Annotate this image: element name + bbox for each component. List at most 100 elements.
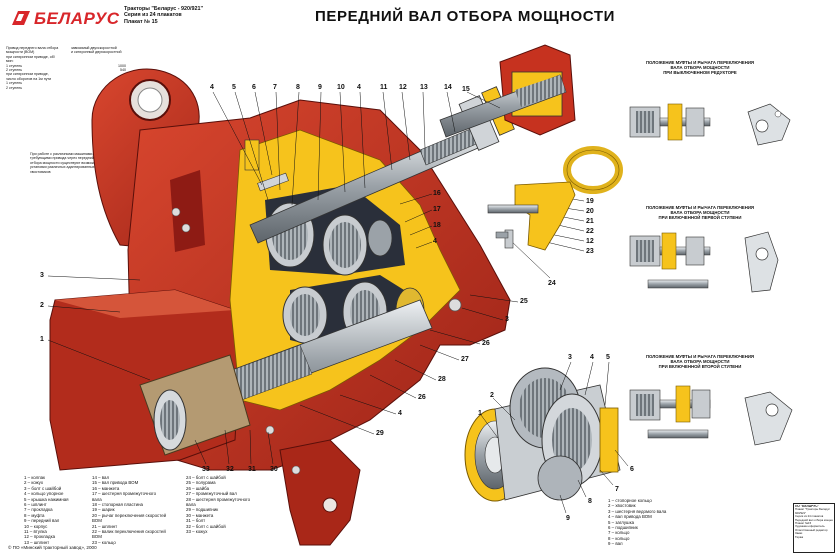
caption-line: ВАЛА ОТБОРА МОЩНОСТИ	[670, 210, 730, 216]
spec-head-line: при синхронном приводе, об/мин:	[6, 54, 55, 64]
callout-number: 18	[433, 222, 441, 229]
note-line: хвостовиков	[30, 169, 51, 174]
caption-line: ВАЛА ОТБОРА МОЩНОСТИ	[670, 359, 730, 365]
note-paragraph: При работе с различными машинами, требую…	[30, 152, 142, 174]
stamp-line: Передний вал отбора мощности	[795, 518, 833, 522]
side-rib	[170, 170, 205, 252]
lever-detail	[487, 146, 623, 251]
callout-number: 8	[296, 84, 300, 91]
spec-label: 1 ступень	[6, 81, 23, 86]
callout-number: 4	[398, 410, 402, 417]
callout-number: 7	[273, 84, 277, 91]
legend-item: 33 – кожух	[186, 529, 208, 535]
legend-item: ВОМ	[92, 518, 102, 524]
legend-item: 12 – прокладка	[24, 534, 56, 540]
mode-panel-3-art	[629, 385, 793, 446]
legend-item: 24 – болт с шайбой	[186, 475, 226, 480]
legend-item: 6 – шплинт	[24, 502, 47, 508]
stamp-title: ПО "БЕЛАРУС"	[795, 505, 820, 508]
callout-number: 1	[40, 336, 44, 343]
subtitle-line: Тракторы "Беларус - 920/921"	[124, 6, 204, 12]
mode-panel-1-caption: ПОЛОЖЕНИЕ МУФТЫ И РЫЧАГА ПЕРЕКЛЮЧЕНИЯ ВА…	[635, 60, 765, 76]
lever-shaft	[487, 204, 539, 214]
side-nut	[448, 298, 462, 312]
legend-item: 4 – кольцо упорное	[24, 491, 64, 497]
subtitle-line: Плакат № 15	[124, 18, 158, 25]
callout-number: 19	[586, 198, 594, 205]
callout-number: 13	[420, 84, 428, 91]
legend-item: 29 – подшипник	[186, 507, 219, 513]
stamp-line: 920/921"	[795, 511, 807, 515]
legend-item: 8 – кольцо	[608, 535, 630, 541]
callout-number: 11	[380, 84, 388, 91]
legend-item: ВОМ	[92, 534, 102, 540]
caption-line: ПРИ ВЫКЛЮЧЕННОМ РЕДУКТОРЕ	[663, 70, 737, 76]
spec-label: 2 ступень	[6, 85, 23, 90]
spec-value: 540	[120, 68, 126, 73]
stamp-line: Плакат №15	[795, 522, 812, 526]
spec-head-line: мощности (ВОМ)	[6, 50, 35, 55]
spec-label: число оборотов на 1м пути	[6, 76, 52, 81]
spec-table: Привод переднего вала отбора мощности (В…	[6, 46, 126, 90]
side-plate-top	[55, 290, 235, 318]
spec-row: число оборотов на 1м пути	[6, 77, 126, 81]
legend-item: 22 – валик переключения скоростей	[92, 529, 166, 535]
spec-label: при синхронном приводе,	[6, 72, 49, 77]
subtitle-line: Серия из 24 плакатов	[124, 12, 182, 19]
callout-number: 4	[433, 238, 437, 245]
stamp-line: Тираж	[795, 535, 804, 539]
callout-number: 14	[444, 84, 452, 91]
legend-item: 31 – болт	[186, 518, 206, 524]
lever-arm	[514, 181, 576, 251]
callout-number: 26	[418, 394, 426, 401]
callout-number: 33	[202, 466, 210, 473]
legend-item: 27 – промежуточный вал	[186, 491, 237, 497]
mode-panel-3-caption: ПОЛОЖЕНИЕ МУФТЫ И РЫЧАГА ПЕРЕКЛЮЧЕНИЯ ВА…	[635, 354, 765, 370]
spec-head-line: и синхронный двухскоростной	[71, 50, 122, 55]
legend-item: вала	[92, 496, 102, 502]
callout-number: 4	[357, 84, 361, 91]
callout-number: 24	[548, 280, 556, 287]
note-line: требующими привода через передний вал	[30, 156, 101, 161]
legend-item: 1 – стопорное кольцо	[608, 498, 652, 503]
caption-line: ПОЛОЖЕНИЕ МУФТЫ И РЫЧАГА ПЕРЕКЛЮЧЕНИЯ	[645, 205, 755, 210]
housing-bolt	[171, 207, 181, 217]
output-shaft	[139, 299, 433, 456]
legend-item: 16 – манжета	[92, 485, 120, 491]
spec-row: при синхронном приводе,	[6, 72, 126, 76]
legend-item: вала	[186, 502, 196, 508]
callout-number: 29	[376, 430, 384, 437]
mode-panel-2-art	[629, 231, 779, 293]
callout-number: 28	[438, 376, 446, 383]
callout-number: 20	[586, 208, 594, 215]
spec-label: 1 ступень	[6, 63, 23, 68]
spec-head-line: зависимый двухскоростной	[71, 46, 117, 50]
callout-number: 9	[318, 84, 322, 91]
stamp-line: Художник-оформитель	[795, 525, 825, 529]
note-line: отбора мощности существуют возможности	[30, 160, 104, 165]
legend-item: 5 – крышка нажимная	[24, 496, 69, 502]
legend-item: 10 – корпус	[24, 523, 48, 529]
callout-number: 15	[462, 86, 470, 93]
legend-item: 26 – шайба	[186, 485, 210, 491]
callout-number: 5	[232, 84, 236, 91]
callout-number: 6	[630, 466, 634, 473]
bracket-hole-inner	[137, 87, 163, 113]
input-coupling	[439, 44, 576, 138]
legend-item: 18 – стопорная пластина	[92, 502, 143, 508]
housing-bolt	[181, 223, 191, 233]
isometric-gear-view	[464, 361, 629, 514]
housing-bolt	[291, 465, 301, 475]
callout-number: 5	[606, 354, 610, 361]
legend-item: 13 – шплинт	[24, 539, 50, 545]
callout-number: 3	[505, 316, 509, 323]
spec-value: 1000	[118, 63, 126, 68]
note-line: При работе с различными машинами,	[30, 152, 94, 156]
lock-plate	[244, 139, 260, 171]
stamp-line: Плакат "Тракторы Беларус	[795, 508, 830, 512]
